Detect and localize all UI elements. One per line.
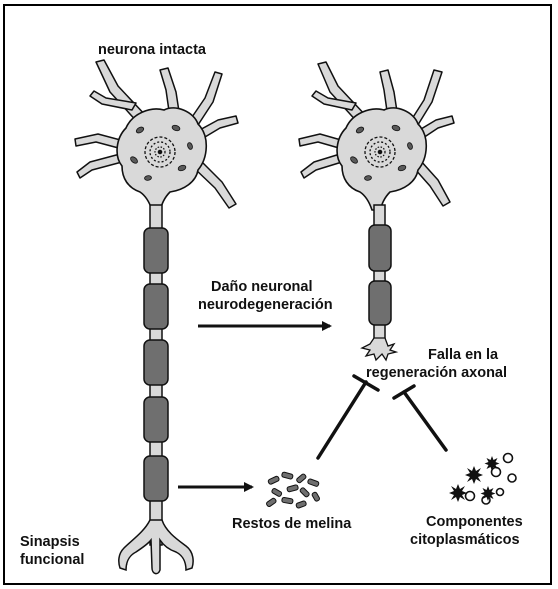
myelin-debris	[266, 472, 320, 509]
damage-label-line2: neurodegeneración	[198, 296, 333, 314]
cytoplasmic-components	[449, 454, 516, 505]
cytoplasmic-label-line1: Componentes	[426, 513, 523, 531]
synapse-label-line2: funcional	[20, 551, 84, 569]
failure-label-line1: Falla en la	[428, 346, 498, 364]
intact-neuron-synapse-terminal	[119, 520, 193, 574]
damaged-neuron	[299, 62, 454, 360]
myelin-inhibition-line	[318, 376, 378, 458]
damage-label-line1: Daño neuronal	[211, 278, 313, 296]
intact-neuron	[75, 60, 238, 574]
intact-neuron-myelin	[144, 228, 168, 501]
synapse-label-line1: Sinapsis	[20, 533, 80, 551]
cytoplasmic-label-line2: citoplasmáticos	[410, 531, 520, 549]
damaged-neuron-growth-cone	[362, 338, 396, 360]
intact-neuron-label: neurona intacta	[98, 41, 206, 59]
myelin-debris-label: Restos de melina	[232, 515, 351, 533]
cytoplasmic-inhibition-line	[394, 386, 446, 450]
failure-label-line2: regeneración axonal	[366, 364, 507, 382]
